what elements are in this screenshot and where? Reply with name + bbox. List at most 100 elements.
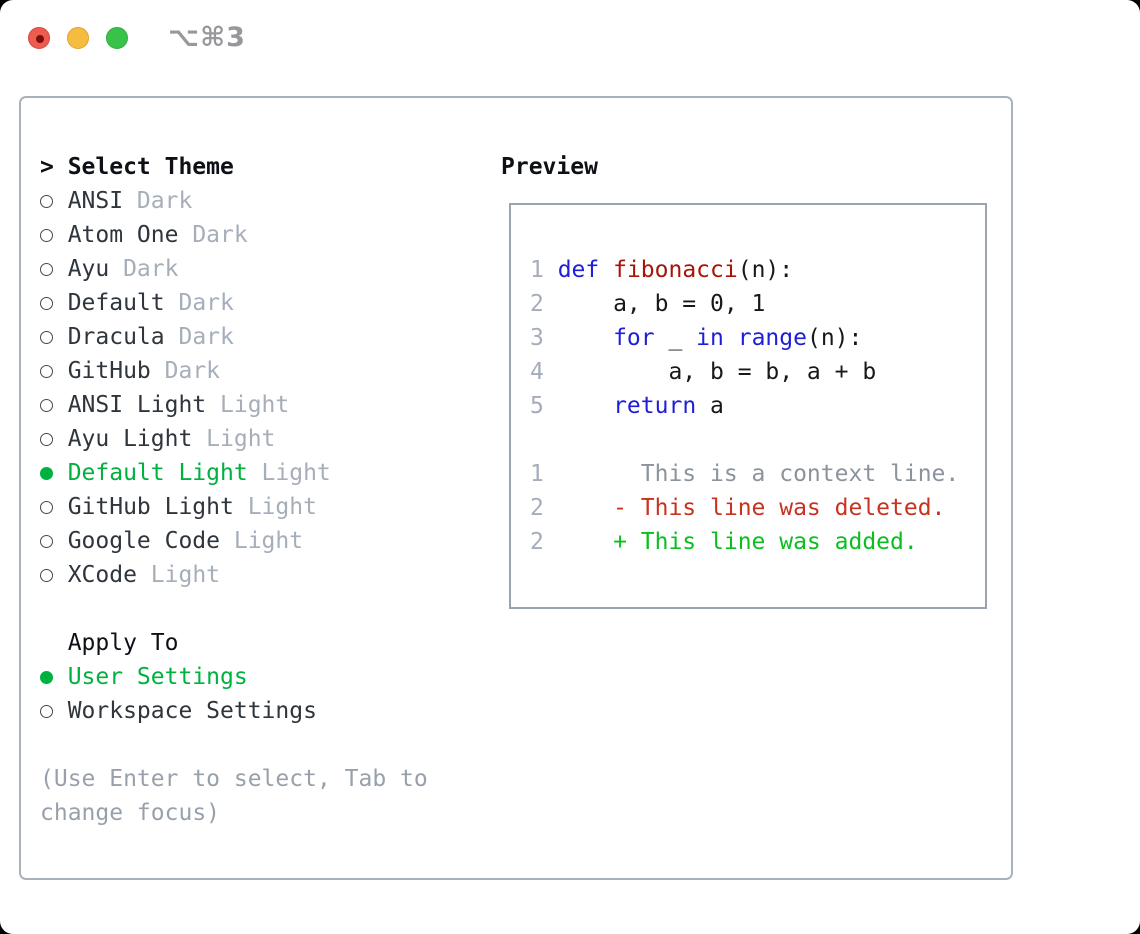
radio-unselected-icon bbox=[40, 388, 68, 422]
option-variant-label: Dark bbox=[178, 324, 234, 350]
code-token-pl bbox=[558, 325, 613, 351]
theme-option-dracula[interactable]: Dracula Dark bbox=[40, 320, 428, 354]
theme-option-github-light[interactable]: GitHub Light Light bbox=[40, 490, 428, 524]
line-number: 4 bbox=[530, 359, 544, 385]
theme-option-default-light[interactable]: Default Light Light bbox=[40, 456, 428, 490]
code-token-pl: a, b = b, a + b bbox=[557, 359, 877, 385]
code-token-pl bbox=[558, 393, 613, 419]
zoom-button[interactable] bbox=[106, 27, 128, 49]
option-variant-label: Light bbox=[261, 460, 331, 486]
unsaved-indicator-dot bbox=[36, 35, 44, 43]
focus-cursor: > bbox=[40, 154, 54, 180]
option-variant-label: Dark bbox=[178, 290, 234, 316]
preview-code-line: 2 - This line was deleted. bbox=[530, 491, 985, 525]
line-number: 3 bbox=[530, 325, 544, 351]
theme-option-ayu[interactable]: Ayu Dark bbox=[40, 252, 428, 286]
option-label: Dracula bbox=[67, 324, 165, 350]
radio-unselected-icon bbox=[40, 286, 68, 320]
option-label: ANSI Light bbox=[67, 392, 207, 418]
code-token-pl: (n): bbox=[737, 257, 794, 283]
theme-option-default[interactable]: Default Dark bbox=[40, 286, 428, 320]
code-token-kw: in bbox=[696, 325, 724, 351]
radio-unselected-icon bbox=[40, 252, 68, 286]
apply-option-workspace-settings[interactable]: Workspace Settings bbox=[40, 694, 428, 728]
option-label: User Settings bbox=[67, 664, 248, 690]
option-variant-label: Light bbox=[150, 562, 221, 588]
code-token-pl: a, b = 0, 1 bbox=[557, 291, 766, 317]
help-line: change focus) bbox=[40, 800, 221, 826]
code-token-del: - This line was deleted. bbox=[557, 495, 946, 521]
preview-code-line: 5 return a bbox=[530, 389, 985, 423]
minimize-button[interactable] bbox=[67, 27, 89, 49]
theme-option-xcode[interactable]: XCode Light bbox=[40, 558, 428, 592]
code-token-add: + This line was added. bbox=[557, 529, 918, 555]
preview-title: Preview bbox=[501, 154, 598, 180]
radio-unselected-icon bbox=[40, 320, 68, 354]
code-token-kw: def bbox=[557, 257, 600, 283]
radio-unselected-icon bbox=[40, 422, 68, 456]
preview-code-line: 1 This is a context line. bbox=[530, 457, 985, 491]
code-token-ctx: This is a context line. bbox=[557, 461, 960, 487]
help-text: (Use Enter to select, Tab to change focus… bbox=[40, 762, 428, 830]
option-variant-label: Dark bbox=[164, 358, 221, 384]
theme-option-google-code[interactable]: Google Code Light bbox=[40, 524, 428, 558]
line-number: 1 bbox=[530, 461, 544, 487]
help-line: (Use Enter to select, Tab to bbox=[40, 766, 428, 792]
line-number: 2 bbox=[530, 495, 544, 521]
option-variant-label: Dark bbox=[123, 256, 179, 282]
option-label: GitHub bbox=[67, 358, 151, 384]
radio-unselected-icon bbox=[40, 218, 68, 252]
preview-code-line: 3 for _ in range(n): bbox=[530, 321, 985, 355]
code-token-pl: (n): bbox=[806, 325, 863, 351]
radio-unselected-icon bbox=[40, 694, 68, 728]
option-label: Google Code bbox=[67, 528, 221, 554]
option-variant-label: Light bbox=[247, 494, 317, 520]
radio-unselected-icon bbox=[40, 558, 68, 592]
option-label: Ayu Light bbox=[67, 426, 193, 452]
option-label: Ayu bbox=[67, 256, 110, 282]
option-variant-label: Light bbox=[206, 426, 276, 452]
line-number: 1 bbox=[530, 257, 544, 283]
radio-unselected-icon bbox=[40, 184, 68, 218]
line-number: 5 bbox=[530, 393, 544, 419]
theme-option-ayu-light[interactable]: Ayu Light Light bbox=[40, 422, 428, 456]
apply-to-indent bbox=[40, 626, 68, 660]
window-title: ⌥⌘3 bbox=[168, 22, 246, 53]
option-variant-label: Dark bbox=[136, 188, 193, 214]
option-label: Default bbox=[67, 290, 165, 316]
option-variant-label: Light bbox=[220, 392, 290, 418]
radio-unselected-icon bbox=[40, 490, 68, 524]
picker-header-row: > Select Theme bbox=[40, 150, 428, 184]
code-token-pl: _ bbox=[654, 325, 697, 351]
radio-selected-icon bbox=[40, 660, 68, 694]
theme-option-github[interactable]: GitHub Dark bbox=[40, 354, 428, 388]
theme-option-ansi-light[interactable]: ANSI Light Light bbox=[40, 388, 428, 422]
option-label: GitHub Light bbox=[67, 494, 234, 520]
option-variant-label: Light bbox=[233, 528, 304, 554]
option-label: Workspace Settings bbox=[67, 698, 317, 724]
code-token-pl: a bbox=[696, 393, 724, 419]
apply-to-header-row: Apply To bbox=[40, 626, 428, 660]
code-token-kw: range bbox=[737, 325, 807, 351]
code-token-kw: return bbox=[613, 393, 697, 419]
option-label: Atom One bbox=[67, 222, 179, 248]
radio-unselected-icon bbox=[40, 524, 68, 558]
close-button[interactable] bbox=[28, 27, 50, 49]
code-token-pl bbox=[599, 257, 613, 283]
line-number: 2 bbox=[530, 529, 544, 555]
option-label: Default Light bbox=[67, 460, 248, 486]
apply-option-user-settings[interactable]: User Settings bbox=[40, 660, 428, 694]
preview-code-line bbox=[530, 423, 985, 457]
picker-title: Select Theme bbox=[67, 154, 234, 180]
code-token-pl bbox=[724, 325, 738, 351]
option-label: XCode bbox=[67, 562, 137, 588]
apply-to-title: Apply To bbox=[67, 630, 179, 656]
